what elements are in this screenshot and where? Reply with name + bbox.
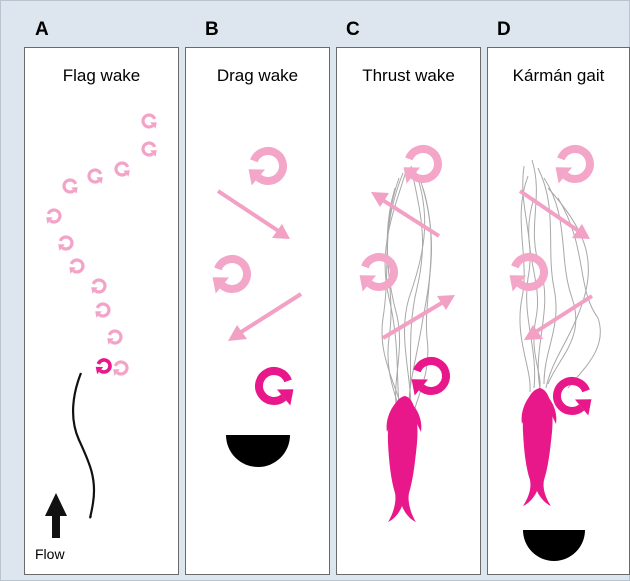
curl-vortex-icon bbox=[89, 170, 103, 184]
drag-wake-art bbox=[186, 48, 331, 576]
curl-vortex-icon bbox=[404, 149, 438, 183]
cylinder-icon bbox=[226, 435, 290, 467]
wake-arrow-icon bbox=[524, 296, 592, 340]
cylinder-icon bbox=[523, 530, 585, 561]
panel-drag-wake: Drag wake bbox=[185, 47, 330, 575]
wake-arrow-icon bbox=[520, 191, 590, 239]
fish-icon bbox=[522, 388, 557, 506]
drag-vortices bbox=[213, 151, 294, 405]
curl-vortex-icon bbox=[91, 280, 105, 294]
curl-vortex-icon bbox=[249, 151, 283, 185]
fish-icon bbox=[387, 396, 422, 522]
flow-arrow-icon bbox=[45, 493, 67, 538]
curl-vortex-icon bbox=[64, 180, 78, 194]
curl-vortex-icon bbox=[69, 260, 83, 274]
curl-vortex-icon bbox=[259, 371, 293, 405]
curl-vortex-icon bbox=[412, 361, 446, 395]
curl-vortex-icon bbox=[213, 259, 247, 293]
flag-vortices bbox=[46, 115, 157, 376]
panel-thrust-wake: Thrust wake bbox=[336, 47, 481, 575]
curl-vortex-icon bbox=[116, 163, 130, 177]
curl-vortex-icon bbox=[143, 143, 157, 157]
panel-letter-d: D bbox=[497, 19, 511, 41]
flow-label: Flow bbox=[35, 546, 65, 562]
curl-vortex-icon bbox=[557, 381, 591, 415]
curl-vortex-icon bbox=[95, 304, 109, 318]
flag-wake-art bbox=[25, 48, 180, 576]
wake-arrow-icon bbox=[228, 294, 301, 341]
panel-letter-c: C bbox=[346, 19, 360, 41]
panel-letter-a: A bbox=[35, 19, 49, 41]
curl-vortex-icon bbox=[113, 362, 127, 376]
curl-vortex-icon bbox=[143, 115, 157, 129]
curl-vortex-icon bbox=[510, 257, 544, 291]
panel-flag-wake: Flag wake Flow bbox=[24, 47, 179, 575]
curl-vortex-icon bbox=[46, 210, 60, 224]
karman-gait-art bbox=[488, 48, 630, 576]
curl-vortex-icon bbox=[96, 360, 110, 374]
curl-vortex-icon bbox=[58, 237, 72, 251]
thrust-wake-art bbox=[337, 48, 482, 576]
panel-letter-b: B bbox=[205, 19, 219, 41]
flag-filament bbox=[73, 373, 94, 517]
wake-trails bbox=[520, 160, 600, 393]
curl-vortex-icon bbox=[556, 149, 590, 183]
wake-arrow-icon bbox=[218, 191, 290, 239]
panel-karman-gait: Kármán gait bbox=[487, 47, 630, 575]
curl-vortex-icon bbox=[107, 331, 121, 345]
thrust-vortices bbox=[360, 149, 446, 395]
